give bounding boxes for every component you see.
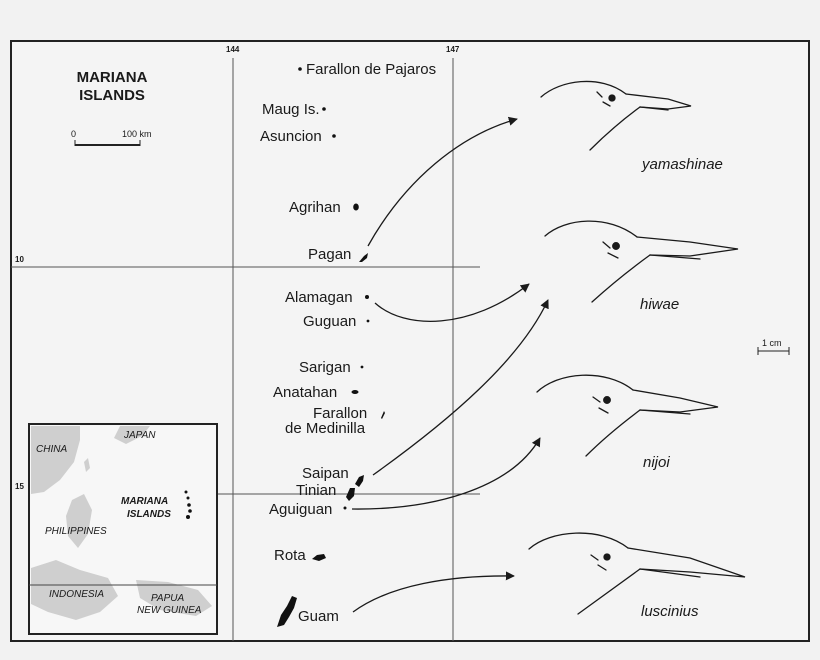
inset-land-taiwan	[84, 458, 90, 472]
arrow-guam-luscinius	[352, 571, 515, 613]
island-label-guguan: Guguan	[303, 313, 356, 330]
inset-label-indonesia: INDONESIA	[49, 589, 104, 600]
map-title-line1: MARIANA	[77, 69, 148, 86]
island-label-tinian: Tinian	[296, 482, 336, 499]
inset-label-japan: JAPAN	[123, 430, 156, 441]
island-asuncion	[332, 134, 336, 138]
island-aguiguan	[343, 506, 347, 510]
arrow-alamagan-hiwae	[374, 283, 530, 322]
island-farallon-de-pajaros	[298, 67, 302, 71]
inset-label-mariana-1: MARIANA	[121, 496, 168, 507]
island-pagan	[359, 253, 368, 262]
longitude-label-144: 144	[226, 45, 240, 54]
inset-land-japan	[114, 426, 150, 444]
island-guguan	[366, 319, 370, 323]
inset-label-philippines: PHILIPPINES	[45, 526, 107, 537]
km-scale-zero: 0	[71, 129, 76, 139]
inset-label-png-1: PAPUA	[151, 593, 184, 604]
arrow-saipan-hiwae	[372, 299, 549, 476]
island-label-aguiguan: Aguiguan	[269, 501, 332, 518]
island-sarigan	[360, 365, 364, 369]
inset-land-philippines	[66, 494, 92, 548]
island-guam	[277, 596, 297, 627]
inset-landmasses	[31, 426, 212, 620]
inset-land-china	[31, 426, 80, 494]
inset-mariana-chain	[184, 490, 192, 519]
subspecies-label-luscinius: luscinius	[641, 603, 699, 620]
island-label-anatahan: Anatahan	[273, 384, 337, 401]
bird-head-luscinius	[528, 532, 746, 615]
island-label-maug: Maug Is.	[262, 101, 320, 118]
cm-scale-bar	[757, 347, 790, 355]
island-saipan	[355, 475, 364, 487]
cm-scale-label: 1 cm	[762, 338, 782, 348]
arrow-pagan-yamashinae	[367, 116, 518, 247]
island-rota	[312, 554, 326, 561]
bird-head-hiwae	[544, 220, 739, 303]
latitude-label-10: 10	[15, 255, 24, 264]
bird-head-nijoi	[536, 374, 719, 457]
island-anatahan	[351, 390, 359, 394]
island-label-saipan: Saipan	[302, 465, 349, 482]
island-label-alamagan: Alamagan	[285, 289, 353, 306]
inset-label-mariana-2: ISLANDS	[127, 509, 171, 520]
island-label-farallon-de-medinilla-1: Farallon	[313, 405, 367, 422]
island-label-farallon-de-pajaros: Farallon de Pajaros	[306, 61, 436, 78]
map-title-line2: ISLANDS	[79, 87, 145, 104]
island-label-asuncion: Asuncion	[260, 128, 322, 145]
km-scale-bar	[74, 140, 141, 146]
inset-map	[28, 423, 218, 635]
subspecies-label-yamashinae: yamashinae	[641, 156, 723, 173]
subspecies-label-hiwae: hiwae	[640, 296, 679, 313]
latitude-label-15: 15	[15, 482, 24, 491]
island-label-guam: Guam	[298, 608, 339, 625]
inset-land-new-guinea	[136, 580, 212, 616]
arrow-aguiguan-nijoi	[351, 437, 541, 510]
inset-label-china: CHINA	[36, 444, 67, 455]
island-label-agrihan: Agrihan	[289, 199, 341, 216]
island-label-rota: Rota	[274, 547, 306, 564]
arrows	[351, 116, 549, 613]
island-farallon-de-medinilla	[381, 411, 385, 419]
inset-label-png-2: NEW GUINEA	[137, 605, 202, 616]
island-agrihan	[353, 203, 359, 211]
longitude-label-147: 147	[446, 45, 460, 54]
km-scale-distance: 100 km	[122, 129, 152, 139]
island-shapes	[277, 67, 385, 627]
island-alamagan	[365, 295, 369, 299]
inset-land-indonesia	[31, 560, 118, 620]
island-label-farallon-de-medinilla-2: de Medinilla	[285, 420, 366, 437]
island-tinian	[346, 488, 355, 501]
subspecies-label-nijoi: nijoi	[643, 454, 670, 471]
island-maug	[322, 107, 326, 111]
island-label-sarigan: Sarigan	[299, 359, 351, 376]
bird-head-yamashinae	[540, 80, 692, 151]
island-label-pagan: Pagan	[308, 246, 351, 263]
